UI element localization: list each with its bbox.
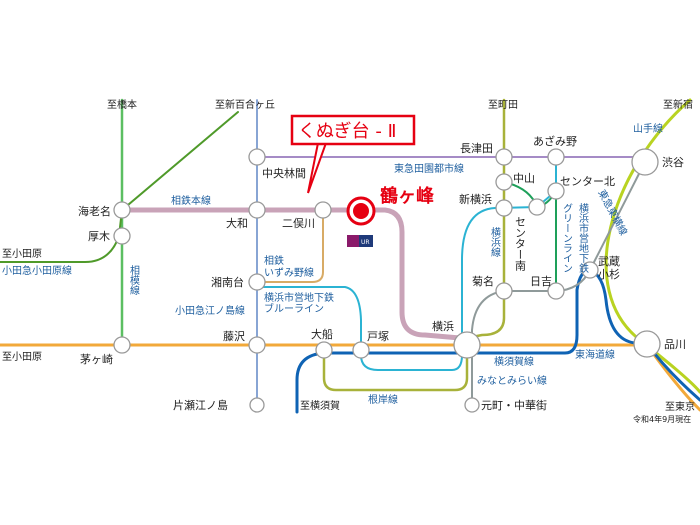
station-hiyoshi[interactable] — [547, 282, 565, 300]
label-nakayama: 中山 — [513, 172, 535, 185]
dir-odawara-1: 至小田原 — [2, 248, 42, 260]
dir-yokosuka: 至横須賀 — [300, 399, 340, 412]
dir-shinjuku: 至新宿 — [663, 98, 693, 111]
label-musashikosugi: 武蔵小杉 — [598, 255, 620, 281]
label-motomachi: 元町・中華街 — [481, 398, 547, 412]
dir-odawara-2: 至小田原 — [2, 351, 42, 363]
label-ofuna: 大船 — [311, 327, 333, 341]
label-futamatagawa: 二俣川 — [282, 216, 315, 230]
station-totsuka[interactable] — [352, 341, 370, 359]
station-yamato[interactable] — [248, 201, 266, 219]
line-name-sotetsu: 相鉄本線 — [171, 194, 211, 207]
station-chuorinkan[interactable] — [248, 148, 266, 166]
label-kikuna: 菊名 — [472, 274, 494, 288]
line-name-yokohama: 横浜線 — [489, 226, 501, 257]
line-name-tokaido: 東海道線 — [575, 348, 615, 361]
label-center-minami: センター南 — [514, 216, 527, 271]
station-motomachi[interactable] — [464, 397, 480, 413]
line-name-odakyu-odawara: 小田急小田原線 — [2, 264, 72, 277]
line-toyoko — [471, 161, 646, 406]
station-fujisawa[interactable] — [248, 336, 266, 354]
station-yokohama[interactable] — [453, 331, 481, 359]
station-shinyokohama[interactable] — [495, 199, 513, 217]
station-atsugi[interactable] — [113, 227, 131, 245]
line-name-negishi: 根岸線 — [368, 393, 398, 406]
label-nagatsuta: 長津田 — [460, 142, 493, 155]
line-name-enoshima: 小田急江ノ島線 — [175, 304, 245, 317]
label-shonandai: 湘南台 — [211, 275, 244, 289]
line-yokohama — [465, 98, 506, 340]
stations — [113, 148, 661, 413]
ur-logo: UR — [347, 235, 373, 247]
label-fujisawa: 藤沢 — [223, 329, 245, 343]
label-katase: 片瀬江ノ島 — [173, 398, 228, 412]
label-shinagawa: 品川 — [664, 338, 686, 351]
station-futamatagawa[interactable] — [314, 201, 332, 219]
label-ebina: 海老名 — [78, 204, 111, 218]
line-negishi — [322, 343, 469, 392]
station-ofuna[interactable] — [315, 341, 333, 359]
station-nakayama[interactable] — [495, 173, 513, 191]
station-katase[interactable] — [249, 397, 265, 413]
station-kikuna[interactable] — [495, 282, 513, 300]
line-name-yamanote: 山手線 — [633, 122, 663, 135]
line-sotetsu — [119, 207, 463, 341]
station-musashikosugi[interactable] — [581, 261, 599, 279]
line-izumino — [256, 209, 324, 283]
dir-tokyo: 至東京 — [665, 400, 695, 413]
line-name-minatomirai: みなとみらい線 — [477, 374, 547, 387]
line-name-sagami: 相模線 — [128, 264, 140, 295]
property-callout: くぬぎ台 - Ⅱ — [290, 114, 416, 194]
property-name: くぬぎ台 - Ⅱ — [298, 121, 396, 142]
line-name-blueline-1: 横浜市営地下鉄 — [264, 291, 334, 304]
line-name-greenline-2: グリーンライン — [561, 203, 573, 273]
label-azamino: あざみ野 — [533, 134, 577, 148]
label-hiyoshi: 日吉 — [530, 275, 552, 288]
line-name-greenline-1: 横浜市営地下鉄 — [577, 202, 589, 274]
station-center-minami[interactable] — [528, 198, 546, 216]
line-name-blueline-2: ブルーライン — [264, 302, 324, 315]
label-shinyokohama: 新横浜 — [459, 192, 492, 206]
dir-machida: 至町田 — [488, 99, 518, 111]
label-totsuka: 戸塚 — [367, 330, 389, 343]
label-yokohama: 横浜 — [432, 319, 454, 333]
svg-text:UR: UR — [361, 239, 370, 246]
station-shibuya[interactable] — [631, 148, 659, 176]
label-musashikosugi-box: 武蔵小杉 — [598, 255, 620, 281]
label-chigasaki: 茅ヶ崎 — [80, 352, 113, 366]
label-yamato: 大和 — [226, 216, 248, 230]
line-name-denentoshi: 東急田園都市線 — [394, 162, 464, 175]
property-marker-dot — [353, 203, 369, 219]
callout-box — [290, 114, 416, 146]
station-chigasaki[interactable] — [113, 336, 131, 354]
station-azamino[interactable] — [547, 148, 565, 166]
station-shinagawa[interactable] — [633, 330, 661, 358]
line-blueline — [256, 156, 557, 371]
label-chuorinkan: 中央林間 — [262, 166, 306, 180]
label-center-kita: センター北 — [560, 175, 615, 188]
label-shibuya: 渋谷 — [662, 156, 684, 169]
station-center-kita[interactable] — [547, 182, 565, 200]
line-name-izumino-2: いずみ野線 — [264, 266, 314, 279]
dir-shinyurigaoka: 至新百合ヶ丘 — [215, 98, 275, 111]
nearest-station: 鶴ヶ峰 — [380, 185, 435, 207]
line-name-izumino-1: 相鉄 — [264, 254, 284, 267]
line-name-toyoko: 東急東横線 — [595, 187, 630, 237]
line-name-yokosuka: 横須賀線 — [494, 355, 534, 368]
station-shonandai[interactable] — [248, 273, 266, 291]
station-ebina[interactable] — [113, 201, 131, 219]
dir-hashimoto: 至橋本 — [107, 98, 137, 111]
station-nagatsuta[interactable] — [495, 148, 513, 166]
date-note: 令和4年9月現在 — [633, 414, 691, 424]
callout-pointer — [307, 142, 328, 194]
label-atsugi: 厚木 — [88, 230, 110, 243]
